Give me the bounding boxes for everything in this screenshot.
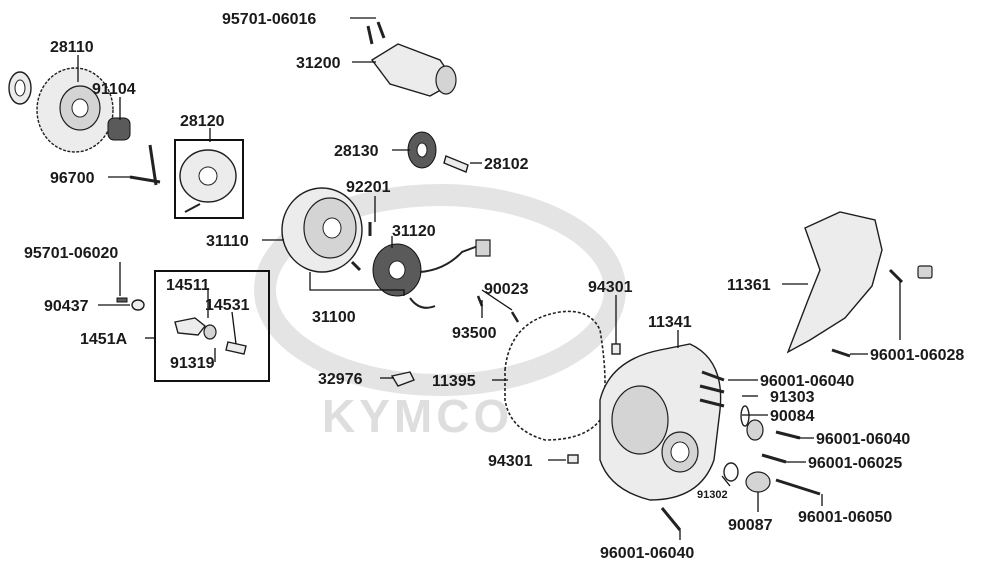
- label-28110[interactable]: 28110: [50, 39, 94, 56]
- part-stator[interactable]: [372, 239, 491, 309]
- part-labels: 95701-06016 31200 28110 91104 28120 9670…: [24, 11, 964, 562]
- part-pins-92201[interactable]: [350, 222, 372, 272]
- label-93500[interactable]: 93500: [452, 325, 497, 342]
- kymco-watermark: KYMCO: [254, 184, 626, 442]
- label-31110[interactable]: 31110: [206, 233, 249, 250]
- label-96001-06028[interactable]: 96001-06028: [870, 347, 964, 364]
- label-90087[interactable]: 90087: [728, 517, 773, 534]
- part-starter-clutch-gear[interactable]: [8, 67, 131, 153]
- part-sensor-assembly[interactable]: [116, 270, 270, 382]
- part-cover-shroud[interactable]: [786, 211, 933, 358]
- label-28130[interactable]: 28130: [334, 143, 379, 160]
- label-95701-06020[interactable]: 95701-06020: [24, 245, 118, 262]
- label-90084[interactable]: 90084: [770, 408, 815, 425]
- watermark-text: KYMCO: [322, 390, 513, 442]
- label-14531[interactable]: 14531: [205, 297, 250, 314]
- label-11341[interactable]: 11341: [648, 314, 692, 331]
- label-95701-06016[interactable]: 95701-06016: [222, 11, 316, 28]
- label-28120[interactable]: 28120: [180, 113, 225, 130]
- part-idle-shaft[interactable]: [443, 155, 469, 173]
- label-96001-06040-middle[interactable]: 96001-06040: [816, 431, 910, 448]
- label-94301-lower[interactable]: 94301: [488, 453, 533, 470]
- part-flywheel[interactable]: [281, 187, 363, 273]
- part-idle-gear[interactable]: [407, 131, 437, 169]
- part-one-way-clutch[interactable]: [174, 139, 244, 219]
- part-generator-cover[interactable]: [599, 343, 722, 501]
- label-96001-06025[interactable]: 96001-06025: [808, 455, 902, 472]
- part-wire-clamp[interactable]: [390, 371, 415, 387]
- label-28102[interactable]: 28102: [484, 156, 529, 173]
- part-bolts-96700[interactable]: [129, 144, 161, 186]
- leader-lines: [77, 17, 901, 540]
- label-32976[interactable]: 32976: [318, 371, 363, 388]
- label-92201[interactable]: 92201: [346, 179, 391, 196]
- label-91302[interactable]: 91302: [697, 489, 728, 501]
- label-90437[interactable]: 90437: [44, 298, 89, 315]
- part-cover-bolts[interactable]: [660, 370, 821, 531]
- part-plugs-orings[interactable]: [723, 405, 771, 493]
- label-11395[interactable]: 11395: [432, 373, 476, 390]
- label-31200[interactable]: 31200: [296, 55, 341, 72]
- label-1451A[interactable]: 1451A: [80, 331, 128, 348]
- label-96001-06050[interactable]: 96001-06050: [798, 509, 892, 526]
- label-96001-06040-upper[interactable]: 96001-06040: [760, 373, 854, 390]
- label-31100[interactable]: 31100: [312, 309, 356, 326]
- label-96001-06040-lower[interactable]: 96001-06040: [600, 545, 694, 562]
- label-91319[interactable]: 91319: [170, 355, 215, 372]
- label-90023[interactable]: 90023: [484, 281, 529, 298]
- part-starter-motor[interactable]: [366, 21, 457, 97]
- label-94301-upper[interactable]: 94301: [588, 279, 633, 296]
- part-cover-gasket[interactable]: [504, 310, 606, 441]
- label-96700[interactable]: 96700: [50, 170, 95, 187]
- label-91104[interactable]: 91104: [92, 81, 136, 98]
- label-91303[interactable]: 91303: [770, 389, 815, 406]
- label-31120[interactable]: 31120: [392, 223, 436, 240]
- label-11361[interactable]: 11361: [727, 277, 771, 294]
- label-14511[interactable]: 14511: [166, 277, 210, 294]
- part-clips-90023[interactable]: [476, 295, 520, 323]
